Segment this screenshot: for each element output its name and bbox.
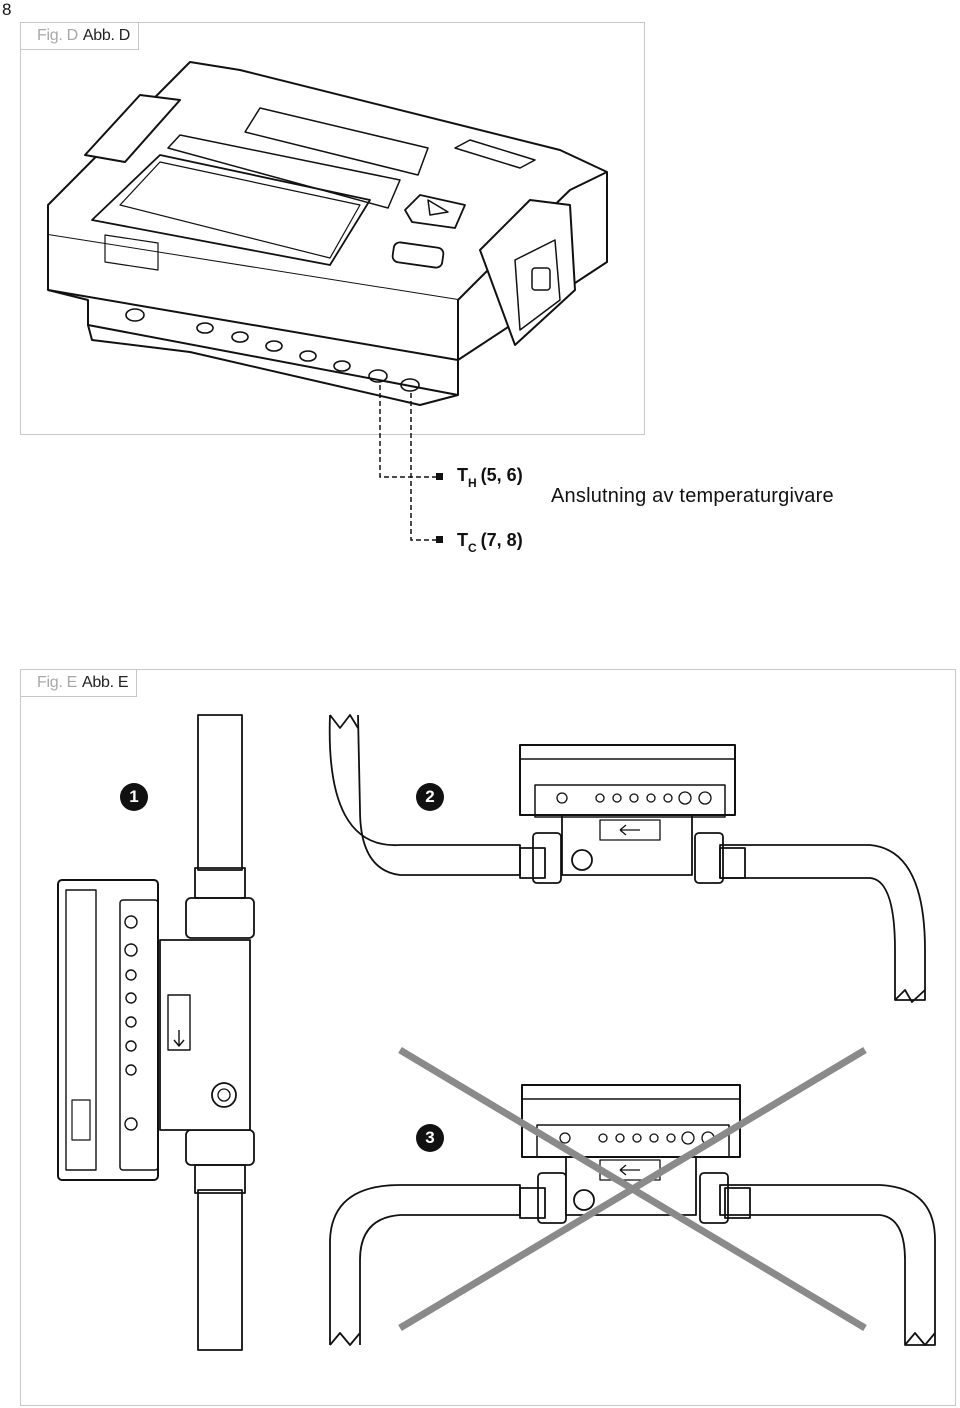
sensor-hot-terminals: (5, 6) xyxy=(480,465,523,485)
figure-d-caption: Anslutning av temperaturgivare xyxy=(551,485,834,507)
sensor-cold-label: TC(7, 8) xyxy=(457,530,523,555)
figure-d-label-prefix: Fig. D xyxy=(37,27,78,44)
variant-1-vertical xyxy=(57,714,255,1351)
figure-d-label-main: Abb. D xyxy=(82,27,130,44)
badge-1: 1 xyxy=(120,783,148,811)
page-number: 8 xyxy=(2,0,12,19)
sensor-cold-terminals: (7, 8) xyxy=(480,530,523,550)
figure-e-label-prefix: Fig. E xyxy=(37,674,77,691)
sensor-hot-sub: H xyxy=(468,476,477,490)
sensor-hot-label: TH(5, 6) xyxy=(457,465,523,490)
heat-meter-drawing xyxy=(47,61,608,543)
badge-3: 3 xyxy=(416,1124,444,1152)
figure-e-label: Fig. E Abb. E xyxy=(21,670,138,697)
variant-2-correct xyxy=(328,714,926,1003)
figure-e-label-main: Abb. E xyxy=(82,674,129,691)
sensor-hot-symbol: T xyxy=(457,465,468,485)
variant-3-wrong xyxy=(329,1084,936,1346)
badge-2: 2 xyxy=(416,783,444,811)
sensor-cold-sub: C xyxy=(468,541,477,555)
sensor-cold-symbol: T xyxy=(457,530,468,550)
cross-out-mark xyxy=(398,1046,867,1332)
